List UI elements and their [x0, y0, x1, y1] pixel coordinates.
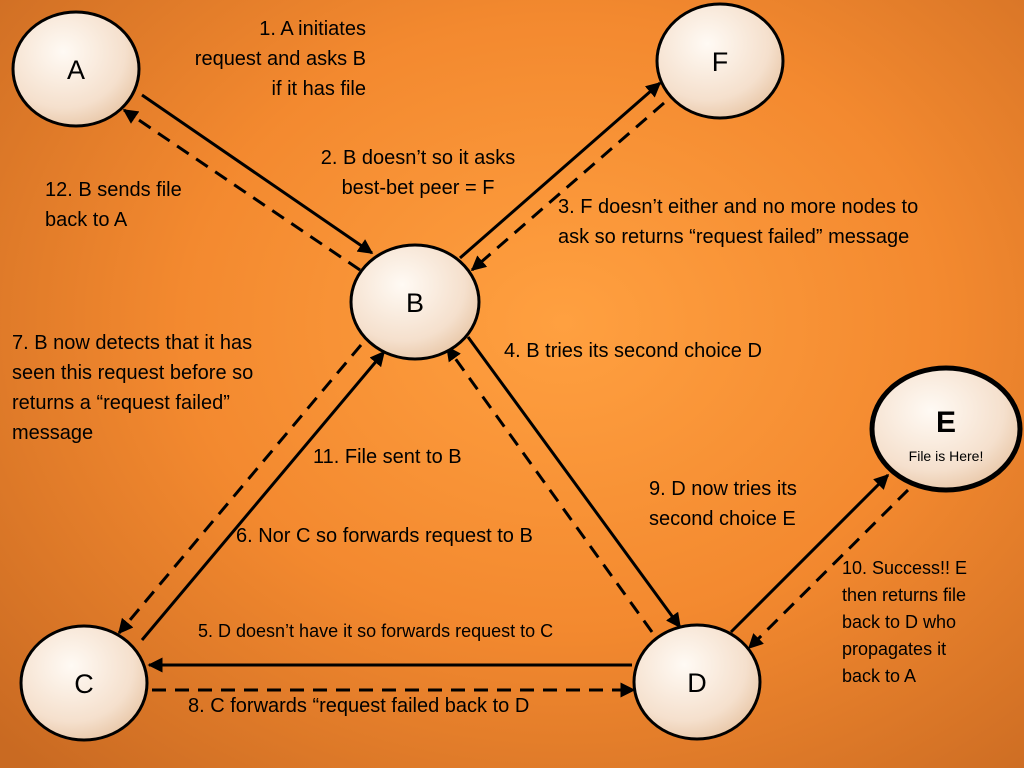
step-3-note: 3. F doesn’t either and no more nodes to…: [558, 196, 919, 248]
edge-b-to-d: [466, 336, 682, 629]
node-a-label: A: [67, 55, 85, 85]
node-d-label: D: [687, 668, 707, 698]
edge-c-to-b: [140, 350, 386, 641]
edge-a-to-b: [141, 93, 374, 255]
step-2-note: 2. B doesn’t so it asks best-bet peer = …: [320, 147, 516, 199]
step-1-note: 1. A initiates request and asks B if it …: [194, 18, 366, 100]
node-e: E File is Here!: [869, 365, 1023, 493]
node-c-label: C: [74, 669, 94, 699]
node-f: F: [655, 2, 785, 120]
edge-d-to-b: [445, 345, 654, 633]
node-d: D: [632, 623, 762, 741]
node-f-label: F: [712, 47, 729, 77]
step-10-note: 10. Success!! E then returns file back t…: [842, 558, 968, 686]
step-4-note: 4. B tries its second choice D: [504, 340, 762, 362]
node-c: C: [19, 624, 149, 742]
step-7-note: 7. B now detects that it has seen this r…: [12, 332, 254, 444]
edge-b-to-f: [459, 81, 662, 260]
step-11-note: 11. File sent to B: [313, 446, 462, 468]
node-b-label: B: [406, 288, 424, 318]
nodes-group: A F B C D E File is Here!: [11, 2, 1023, 742]
edges-group: [117, 81, 910, 698]
step-12-note: 12. B sends file back to A: [45, 179, 182, 231]
node-e-label: E: [936, 406, 956, 439]
step-9-note: 9. D now tries its second choice E: [649, 478, 797, 530]
edge-b-to-a: [122, 108, 361, 272]
edge-d-to-e: [729, 473, 890, 634]
node-a: A: [11, 10, 141, 128]
edge-b-to-c: [117, 344, 363, 635]
step-5-note: 5. D doesn’t have it so forwards request…: [198, 621, 554, 641]
edge-e-to-d: [747, 488, 910, 650]
edge-f-to-b: [470, 101, 665, 272]
node-e-sublabel: File is Here!: [909, 448, 984, 464]
step-6-note: 6. Nor C so forwards request to B: [236, 525, 533, 547]
node-b: B: [349, 243, 481, 361]
step-8-note: 8. C forwards “request failed back to D: [188, 695, 530, 717]
